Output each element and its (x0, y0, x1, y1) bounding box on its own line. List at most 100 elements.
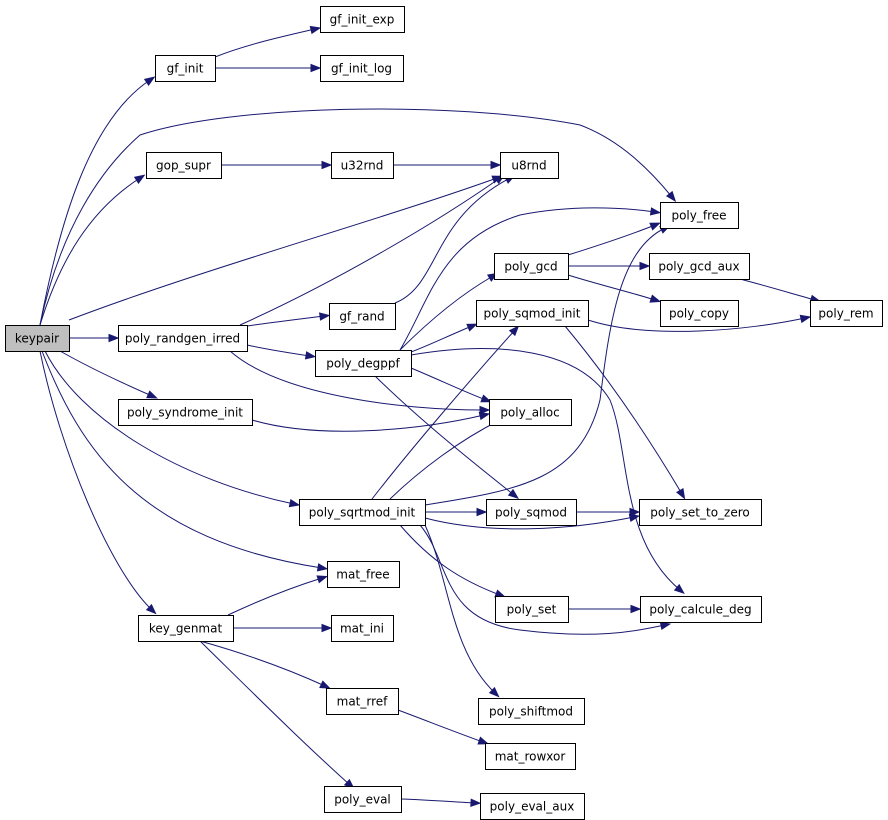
node-box (639, 499, 762, 526)
node-gf_init_exp[interactable]: gf_init_exp (320, 6, 405, 33)
node-box (138, 615, 234, 642)
edge-poly_sqrtmod_init-to-poly_shiftmod (424, 524, 500, 698)
node-mat_rref[interactable]: mat_rref (326, 688, 399, 715)
node-label: mat_rowxor (495, 750, 566, 764)
edge-keypair-to-poly_free (39, 108, 677, 326)
node-poly_copy[interactable]: poly_copy (660, 300, 739, 327)
edge-poly_sqrtmod_init-to-poly_set_to_zero (424, 513, 641, 530)
node-u8rnd[interactable]: u8rnd (500, 152, 559, 179)
edge-poly_set-to-poly_calcule_deg (568, 604, 642, 614)
node-box (660, 202, 739, 229)
node-gf_init[interactable]: gf_init (155, 55, 216, 82)
edge-poly_degppf-to-poly_calcule_deg (410, 348, 685, 595)
node-label: poly_gcd (504, 260, 557, 274)
node-poly_eval[interactable]: poly_eval (324, 786, 402, 813)
node-key_genmat[interactable]: key_genmat (138, 615, 234, 642)
node-box (331, 615, 394, 642)
edge-key_genmat-to-mat_ini (233, 623, 333, 633)
node-poly_gcd[interactable]: poly_gcd (494, 253, 569, 280)
edge-keypair-to-poly_sqrtmod_init (44, 350, 301, 508)
node-box (320, 55, 404, 82)
node-box (315, 350, 412, 377)
node-label: key_genmat (149, 622, 223, 636)
node-poly_degppf[interactable]: poly_degppf (315, 350, 412, 377)
edge-poly_degppf-to-poly_alloc (410, 367, 493, 403)
node-label: poly_rem (818, 307, 873, 321)
node-mat_free[interactable]: mat_free (327, 561, 400, 588)
node-label: poly_randgen_irred (125, 332, 240, 346)
edge-keypair-to-gf_init (39, 76, 156, 326)
node-label: poly_sqmod_init (484, 307, 581, 321)
node-label: gf_init (167, 62, 204, 76)
edge-poly_degppf-to-poly_free (399, 207, 662, 351)
node-box (489, 399, 572, 426)
node-poly_rem[interactable]: poly_rem (810, 300, 883, 327)
node-keypair[interactable]: keypair (5, 325, 70, 352)
node-label: poly_calcule_deg (649, 603, 751, 617)
node-poly_calcule_deg[interactable]: poly_calcule_deg (640, 596, 762, 623)
edge-poly_sqmod_init-to-poly_set_to_zero (564, 325, 686, 500)
node-label: gf_init_log (331, 62, 392, 76)
node-label: mat_free (336, 568, 389, 582)
edge-poly_syndrome_init-to-poly_alloc (251, 411, 491, 432)
edge-gf_init-to-gf_init_exp (214, 25, 322, 58)
node-gf_rand[interactable]: gf_rand (329, 303, 396, 330)
node-box (331, 152, 394, 179)
node-poly_eval_aux[interactable]: poly_eval_aux (480, 793, 585, 820)
node-poly_syndrome_init[interactable]: poly_syndrome_init (118, 399, 253, 426)
node-poly_alloc[interactable]: poly_alloc (489, 399, 572, 426)
node-box (320, 6, 405, 33)
edge-poly_sqmod-to-poly_set_to_zero (576, 507, 641, 517)
node-mat_ini[interactable]: mat_ini (331, 615, 394, 642)
edge-poly_sqrtmod_init-to-poly_set (399, 524, 506, 598)
edge-poly_randgen_irred-to-u8rnd (239, 174, 506, 326)
edge-gop_supr-to-u32rnd (221, 160, 333, 170)
node-box (118, 325, 248, 352)
edge-poly_sqrtmod_init-to-poly_calcule_deg (419, 524, 672, 635)
edge-poly_gcd-to-poly_copy (567, 274, 662, 303)
node-box (329, 303, 396, 330)
edge-key_genmat-to-mat_rref (199, 640, 331, 689)
node-label: poly_eval_aux (490, 800, 575, 814)
node-label: keypair (15, 332, 59, 346)
edge-keypair-to-key_genmat (39, 350, 157, 615)
edge-keypair-to-mat_free (41, 350, 329, 572)
node-box (480, 793, 585, 820)
node-label: poly_sqrtmod_init (309, 506, 416, 520)
node-label: poly_copy (669, 307, 729, 321)
node-poly_gcd_aux[interactable]: poly_gcd_aux (649, 253, 750, 280)
node-poly_set_to_zero[interactable]: poly_set_to_zero (639, 499, 762, 526)
node-poly_free[interactable]: poly_free (660, 202, 739, 229)
node-label: mat_ini (340, 622, 384, 636)
edge-gf_rand-to-u8rnd (394, 175, 516, 304)
edge-keypair-to-poly_randgen_irred (69, 333, 120, 343)
node-label: poly_alloc (500, 406, 559, 420)
edge-poly_sqrtmod_init-to-poly_alloc (389, 417, 506, 500)
node-box (326, 688, 399, 715)
node-box (810, 300, 883, 327)
node-box (299, 499, 426, 526)
edge-keypair-to-u8rnd (68, 175, 504, 321)
edge-poly_gcd-to-poly_gcd_aux (568, 261, 651, 271)
node-poly_set[interactable]: poly_set (495, 596, 569, 623)
edges-layer (39, 25, 822, 808)
node-poly_shiftmod[interactable]: poly_shiftmod (478, 698, 585, 725)
node-gop_supr[interactable]: gop_supr (146, 152, 222, 179)
node-box (324, 786, 402, 813)
node-box (146, 152, 222, 179)
node-gf_init_log[interactable]: gf_init_log (320, 55, 404, 82)
node-label: poly_degppf (326, 357, 400, 371)
edge-u32rnd-to-u8rnd (393, 160, 502, 170)
node-poly_randgen_irred[interactable]: poly_randgen_irred (118, 325, 248, 352)
node-mat_rowxor[interactable]: mat_rowxor (485, 743, 576, 770)
node-u32rnd[interactable]: u32rnd (331, 152, 394, 179)
node-box (327, 561, 400, 588)
node-poly_sqrtmod_init[interactable]: poly_sqrtmod_init (299, 499, 426, 526)
node-poly_sqmod[interactable]: poly_sqmod (486, 499, 577, 526)
node-label: poly_set (507, 603, 557, 617)
node-poly_sqmod_init[interactable]: poly_sqmod_init (476, 300, 589, 327)
edge-poly_sqmod_init-to-poly_rem (587, 314, 812, 332)
node-label: poly_syndrome_init (127, 406, 243, 420)
node-label: poly_set_to_zero (650, 506, 749, 520)
